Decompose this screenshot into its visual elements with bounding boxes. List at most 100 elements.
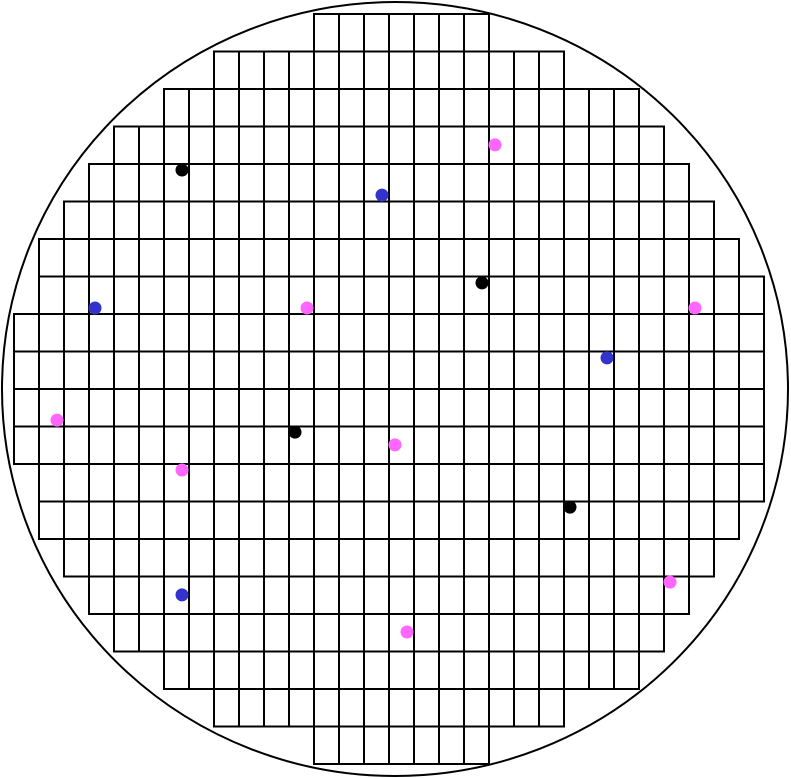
die-cell [363,350,390,390]
die-cell [388,50,415,90]
die-cell [363,538,390,578]
defect-markers [50,138,702,639]
die-cell [38,313,65,353]
die-cell [238,463,265,503]
die-cell [488,388,515,428]
die-cell [388,463,415,503]
defect-marker-blue [88,301,102,315]
die-cell [438,350,465,390]
die-cell [588,125,615,165]
die-cell [188,388,215,428]
die-cell [588,200,615,240]
die-cell [263,425,290,465]
die-cell [213,88,240,128]
die-cell [263,350,290,390]
die-cell [388,538,415,578]
die-cell [588,575,615,615]
die-cell [213,650,240,690]
die-cell [513,238,540,278]
die-cell [363,313,390,353]
die-cell [638,275,665,315]
die-cell [113,538,140,578]
die-cell [438,500,465,540]
die-cell [663,275,690,315]
die-cell [188,463,215,503]
die-cell [488,163,515,203]
die-cell [263,575,290,615]
die-cell [313,350,340,390]
die-cell [488,500,515,540]
die-cell [638,388,665,428]
defect-marker-blue [375,188,389,202]
die-cell [688,538,715,578]
die-cell [313,88,340,128]
die-cell [388,13,415,53]
die-cell [38,238,65,278]
die-cell [463,238,490,278]
die-cell [513,425,540,465]
die-cell [338,613,365,653]
die-cell [363,200,390,240]
die-cell [438,313,465,353]
die-cell [313,125,340,165]
die-cell [338,125,365,165]
die-cell [338,238,365,278]
die-cell [163,313,190,353]
die-cell [213,575,240,615]
die-cell [388,88,415,128]
die-cell [738,463,765,503]
die-cell [513,575,540,615]
die-cell [388,575,415,615]
die-cell [338,88,365,128]
die-cell [188,425,215,465]
die-cell [363,13,390,53]
die-grid [13,13,765,765]
defect-marker-blue [175,588,189,602]
die-cell [588,613,615,653]
die-cell [238,500,265,540]
die-cell [338,388,365,428]
die-cell [513,163,540,203]
die-cell [338,275,365,315]
die-cell [538,238,565,278]
die-cell [738,350,765,390]
die-cell [188,163,215,203]
die-cell [138,200,165,240]
die-cell [288,350,315,390]
defect-marker-magenta [388,438,402,452]
die-cell [588,163,615,203]
die-cell [563,88,590,128]
die-cell [563,613,590,653]
die-cell [463,575,490,615]
die-cell [513,88,540,128]
die-cell [588,500,615,540]
die-cell [688,200,715,240]
die-cell [188,275,215,315]
die-cell [413,125,440,165]
die-cell [513,200,540,240]
die-cell [213,313,240,353]
die-cell [663,238,690,278]
die-cell [438,238,465,278]
die-cell [338,688,365,728]
die-cell [413,425,440,465]
die-cell [288,163,315,203]
die-cell [438,50,465,90]
die-cell [463,538,490,578]
die-cell [588,238,615,278]
die-cell [438,88,465,128]
die-cell [413,538,440,578]
die-cell [488,50,515,90]
die-cell [188,575,215,615]
die-cell [488,88,515,128]
die-cell [88,388,115,428]
die-cell [538,500,565,540]
die-cell [713,463,740,503]
defect-marker-magenta [663,575,677,589]
die-cell [263,238,290,278]
die-cell [438,463,465,503]
die-cell [463,613,490,653]
die-cell [388,688,415,728]
die-cell [138,425,165,465]
